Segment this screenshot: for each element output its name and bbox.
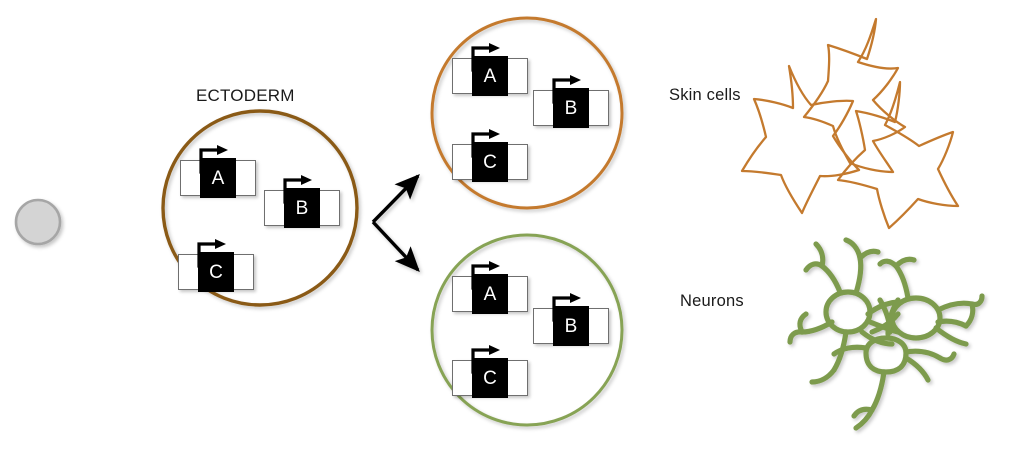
gene-box: A [200, 158, 236, 198]
promoter-arrow-icon [197, 239, 226, 268]
neurons-arrow-label: Neurons [680, 292, 744, 310]
promoter-arrow-icon [471, 43, 500, 72]
promoter-arrow-icon [552, 75, 581, 104]
gene-label: A [483, 65, 497, 87]
gene-box: B [553, 88, 589, 128]
gene-box: C [198, 252, 234, 292]
gene-label: A [483, 283, 497, 305]
gene-cassette-neuron-a: A [452, 261, 528, 318]
promoter-arrow-icon [552, 293, 581, 322]
gene-label: C [483, 367, 497, 389]
promoter-arrow-icon [471, 129, 500, 158]
promoter-arrow-icon [283, 175, 312, 204]
ectoderm-label: ECTODERM [196, 86, 295, 105]
progenitor-cell [14, 198, 62, 246]
promoter-arrow-icon [199, 145, 228, 174]
gene-label: C [483, 151, 497, 173]
gene-cassette-ectoderm-c: C [178, 239, 254, 296]
gene-label: C [209, 261, 223, 283]
skin-cells-illustration [740, 17, 960, 230]
gene-box: A [472, 274, 508, 314]
gene-box: B [553, 306, 589, 346]
gene-box: C [472, 358, 508, 398]
gene-cassette-ectoderm-b: B [264, 175, 340, 232]
gene-cassette-neuron-c: C [452, 345, 528, 402]
gene-label: B [564, 97, 578, 119]
gene-label: B [295, 197, 309, 219]
gene-cassette-skin-c: C [452, 129, 528, 186]
gene-cassette-skin-a: A [452, 43, 528, 100]
arrow-ectoderm-to-neuron-lineage [371, 220, 420, 272]
arrow-ectoderm-to-skin-lineage [371, 174, 420, 224]
skin-cells-arrow-label: Skin cells [669, 86, 741, 104]
promoter-arrow-icon [471, 261, 500, 290]
promoter-arrow-icon [471, 345, 500, 374]
ectoderm-circle [161, 109, 359, 307]
gene-cassette-neuron-b: B [533, 293, 609, 350]
gene-box: A [472, 56, 508, 96]
gene-cassette-skin-b: B [533, 75, 609, 132]
neuron-lineage-circle [430, 233, 624, 427]
gene-label: A [211, 167, 225, 189]
gene-box: B [284, 188, 320, 228]
neurons-illustration [787, 237, 985, 431]
gene-cassette-ectoderm-a: A [180, 145, 256, 202]
skin-lineage-circle [430, 16, 624, 210]
gene-box: C [472, 142, 508, 182]
gene-label: B [564, 315, 578, 337]
